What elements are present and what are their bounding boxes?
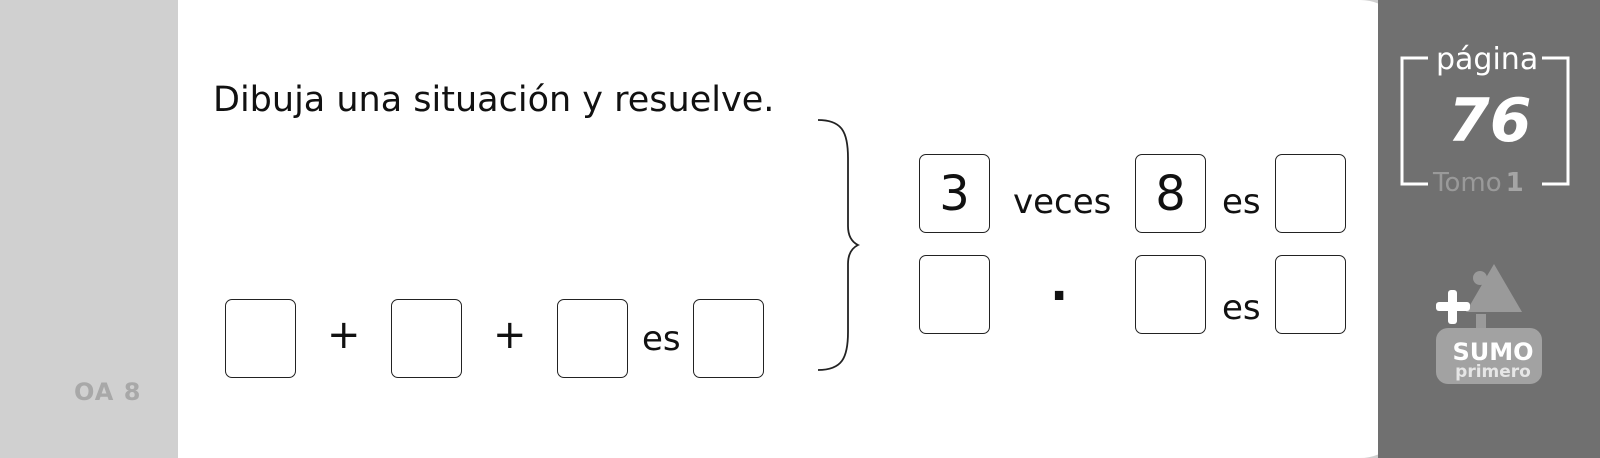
page-frame-brackets [1400, 56, 1570, 186]
pagina-label: página [1436, 42, 1539, 77]
left-strip: OA 8 [0, 0, 178, 458]
multiplication-dot: · [1050, 268, 1069, 324]
answer-box-product[interactable] [1275, 255, 1346, 334]
plus-sign: + [327, 312, 361, 358]
answer-box-addend-2[interactable] [391, 299, 462, 378]
instruction-text: Dibuja una situación y resuelve. [213, 80, 775, 120]
logo-sumo: SUMO [1452, 338, 1534, 366]
answer-box-total[interactable] [1275, 154, 1346, 233]
es-label: es [1222, 182, 1261, 222]
answer-box-addend-1[interactable] [225, 299, 296, 378]
answer-box-sum[interactable] [693, 299, 764, 378]
exercise-card [178, 0, 1408, 458]
answer-box-factor-1[interactable] [919, 255, 990, 334]
answer-box-addend-3[interactable] [557, 299, 628, 378]
given-box-size: 8 [1135, 154, 1206, 233]
es-label: es [1222, 288, 1261, 328]
oa-label: OA 8 [74, 378, 142, 406]
logo-primero: primero [1455, 362, 1531, 382]
tomo-number: 1 [1505, 168, 1524, 198]
sumo-primero-logo [1436, 264, 1542, 384]
page-number: 76 [1448, 86, 1532, 156]
plus-sign: + [493, 312, 527, 358]
logo-text: SUMO primero [1452, 340, 1534, 381]
veces-label: veces [1013, 182, 1112, 222]
tomo-word: Tomo [1433, 168, 1502, 198]
given-box-groups: 3 [919, 154, 990, 233]
curly-brace [817, 119, 860, 371]
answer-box-factor-2[interactable] [1135, 255, 1206, 334]
es-label: es [642, 319, 681, 359]
